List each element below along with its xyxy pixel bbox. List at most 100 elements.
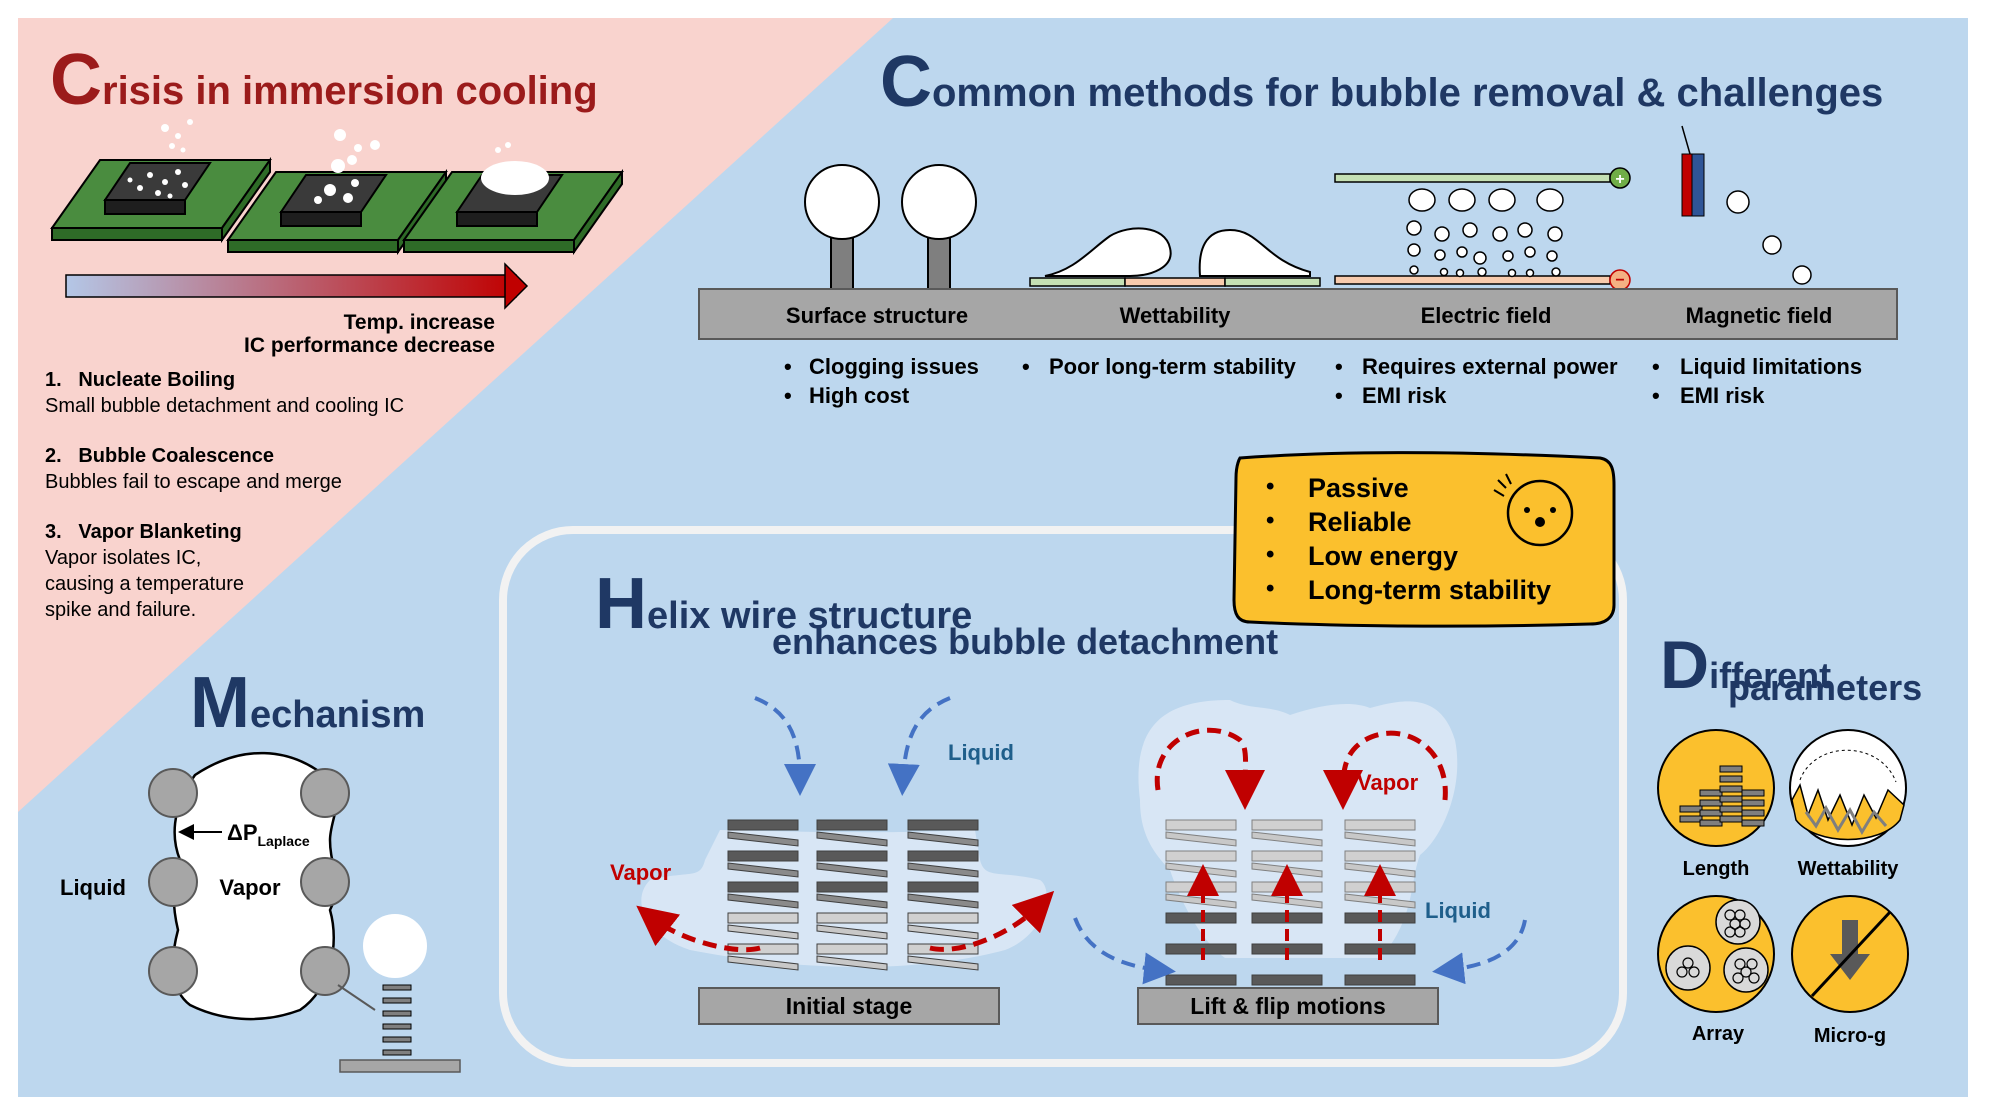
benefit-low-energy: Low energy (1308, 541, 1458, 571)
helix-subtitle: enhances bubble detachment (772, 621, 1278, 662)
param-micro-g-label: Micro-g (1814, 1025, 1886, 1047)
chip-nucleate-boiling (50, 119, 272, 244)
lift-flip-illustration (1073, 700, 1527, 1025)
coil-link (727, 862, 799, 878)
svg-text:•: • (1266, 473, 1274, 500)
magnet-icon (1681, 153, 1693, 217)
ic-performance-label: IC performance decrease (244, 334, 495, 357)
svg-text:•: • (1335, 383, 1343, 408)
coil-turn (1344, 850, 1416, 862)
coil-link (816, 893, 888, 909)
coil-turn (727, 912, 799, 924)
parameters-title-line2: parameters (1728, 667, 1922, 708)
mechanism-title: Mechanism (190, 663, 425, 743)
svg-text:•: • (784, 354, 792, 379)
param-micro-g-icon (1791, 895, 1909, 1013)
challenge-surface-2: High cost (809, 383, 910, 408)
coil-link (1165, 831, 1237, 847)
coil-turn (816, 943, 888, 955)
liquid-label-initial: Liquid (948, 740, 1014, 765)
parameters-title: Different (1660, 627, 1831, 703)
method-electric-field: Electric field (1421, 303, 1552, 328)
item-blanketing-heading: 3. Vapor Blanketing (45, 521, 242, 543)
coil-turn (1251, 974, 1323, 986)
coil-turn (907, 881, 979, 893)
svg-text:•: • (1266, 541, 1274, 568)
coil-link (816, 862, 888, 878)
coil-link (907, 924, 979, 940)
initial-stage-label: Initial stage (786, 993, 913, 1019)
method-surface-structure: Surface structure (786, 303, 968, 328)
coil-turn (816, 850, 888, 862)
method-magnetic-field: Magnetic field (1686, 303, 1833, 328)
coil-link (727, 893, 799, 909)
param-wettability-icon (1789, 729, 1907, 847)
coil-turn (816, 912, 888, 924)
coil-turn (1344, 819, 1416, 831)
coil-turn (907, 912, 979, 924)
param-length-label: Length (1683, 858, 1750, 880)
coil-turn (1165, 974, 1237, 986)
temp-arrow (65, 262, 529, 310)
challenge-magnetic-2: EMI risk (1680, 383, 1765, 408)
coil-turn (1165, 819, 1237, 831)
svg-text:•: • (1652, 354, 1660, 379)
crisis-list: 1. Nucleate Boiling Small bubble detachm… (45, 369, 404, 621)
chip-vapor-blanketing (402, 142, 624, 256)
item-coalescence-line: Bubbles fail to escape and merge (45, 471, 342, 493)
challenges-list: •Clogging issues •High cost •Poor long-t… (784, 354, 1862, 408)
coil-turn (1344, 974, 1416, 986)
param-array-icon (1657, 895, 1775, 1013)
svg-text:−: − (1615, 272, 1624, 289)
coil-turn (907, 850, 979, 862)
coil-link (1251, 831, 1323, 847)
methods-base-bar (698, 288, 1898, 340)
vapor-label-initial: Vapor (610, 860, 672, 885)
electric-field-illustration: + − (1334, 167, 1631, 291)
svg-text:•: • (1266, 507, 1274, 534)
coil-turn (816, 819, 888, 831)
coil-link (907, 831, 979, 847)
happy-face-icon (1493, 473, 1574, 547)
coil-link (816, 924, 888, 940)
helix-panel (499, 526, 1627, 1067)
magnetic-field-illustration (1681, 125, 1812, 285)
coil-turn (1165, 850, 1237, 862)
benefit-long-term: Long-term stability (1308, 575, 1551, 605)
item-nucleate-line: Small bubble detachment and cooling IC (45, 395, 404, 417)
item-coalescence-heading: 2. Bubble Coalescence (45, 445, 274, 467)
benefit-reliable: Reliable (1308, 507, 1412, 537)
lift-flip-label: Lift & flip motions (1190, 993, 1385, 1019)
coil-link (1344, 831, 1416, 847)
temp-increase-label: Temp. increase (344, 311, 495, 334)
challenge-wettability-1: Poor long-term stability (1049, 354, 1297, 379)
svg-text:•: • (1652, 383, 1660, 408)
mechanism-liquid-label: Liquid (60, 875, 126, 900)
svg-text:•: • (1266, 575, 1274, 602)
vapor-label-lift: Vapor (1357, 770, 1419, 795)
coil-link (727, 955, 799, 971)
benefits-box: • Passive • Reliable • Low energy • Long… (1232, 451, 1616, 628)
chip-illustrations (50, 119, 624, 256)
param-array-label: Array (1692, 1023, 1745, 1045)
coil-turn (907, 819, 979, 831)
mechanism-illustration (148, 751, 461, 1073)
coil-link (907, 955, 979, 971)
item-nucleate-heading: 1. Nucleate Boiling (45, 369, 235, 391)
param-wettability-label: Wettability (1798, 858, 1900, 880)
svg-text:•: • (1335, 354, 1343, 379)
coil-turn (1251, 819, 1323, 831)
coil-link (816, 831, 888, 847)
coil-turn (1251, 850, 1323, 862)
wettability-illustration (1029, 227, 1321, 287)
coil-turn (727, 819, 799, 831)
chip-bubble-coalescence (226, 129, 448, 256)
coil-turn (727, 943, 799, 955)
coil-turn (816, 881, 888, 893)
liquid-label-lift: Liquid (1425, 898, 1491, 923)
benefit-passive: Passive (1308, 473, 1409, 503)
svg-text:+: + (1615, 171, 1624, 188)
coil-link (816, 955, 888, 971)
